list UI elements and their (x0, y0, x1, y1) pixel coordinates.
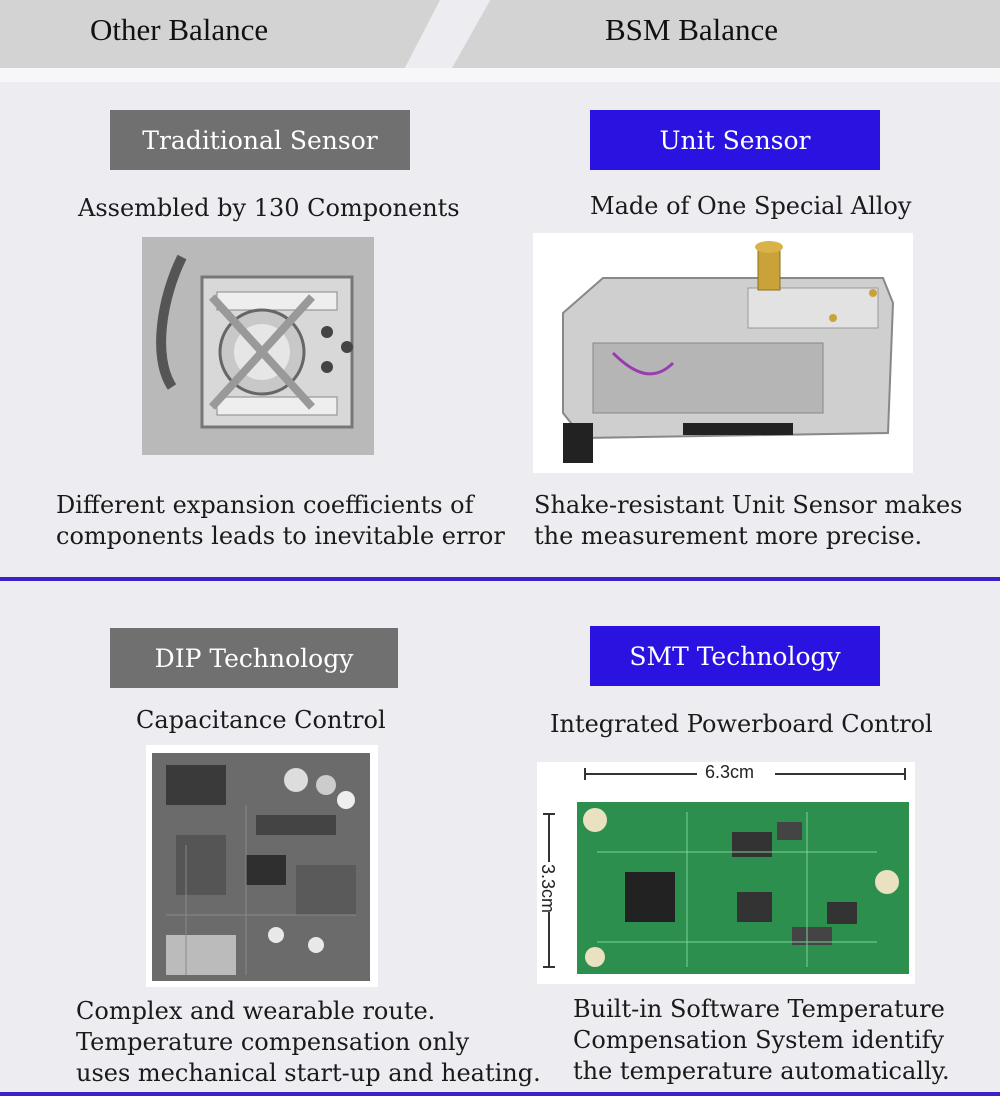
traditional-sensor-desc-line1: Different expansion coefficients of (56, 491, 474, 519)
smt-technology-description: Built-in Software Temperature Compensati… (573, 994, 950, 1087)
smt-width-label: 6.3cm (705, 762, 755, 782)
header-left-title: Other Balance (90, 12, 269, 47)
traditional-sensor-description: Different expansion coefficients of comp… (56, 490, 505, 552)
header-right-tab (452, 0, 1000, 68)
dip-board-illustration (146, 745, 378, 987)
unit-sensor-caption: Made of One Special Alloy (590, 192, 912, 220)
smt-technology-desc-line3: the temperature automatically. (573, 1057, 950, 1085)
dip-technology-desc-line3: uses mechanical start-up and heating. (76, 1059, 541, 1087)
traditional-sensor-illustration (142, 237, 374, 455)
traditional-sensor-label: Traditional Sensor (110, 110, 410, 170)
smt-board-photo: 6.3cm 3.3cm (537, 762, 915, 984)
traditional-sensor-desc-line2: components leads to inevitable error (56, 522, 505, 550)
unit-sensor-photo (533, 233, 913, 473)
header-separator (0, 68, 1000, 82)
unit-sensor-description: Shake-resistant Unit Sensor makes the me… (534, 490, 962, 552)
dip-technology-desc-line2: Temperature compensation only (76, 1028, 470, 1056)
traditional-sensor-caption: Assembled by 130 Components (78, 194, 460, 222)
dip-technology-caption: Capacitance Control (136, 706, 386, 734)
dip-technology-label: DIP Technology (110, 628, 398, 688)
smt-technology-desc-line1: Built-in Software Temperature (573, 995, 945, 1023)
unit-sensor-label: Unit Sensor (590, 110, 880, 170)
smt-height-label: 3.3cm (538, 863, 559, 914)
smt-technology-label: SMT Technology (590, 626, 880, 686)
header-right-title: BSM Balance (605, 12, 779, 47)
header-left-tab (0, 0, 440, 68)
bottom-divider (0, 1092, 1000, 1096)
smt-board-illustration (537, 762, 915, 984)
unit-sensor-desc-line2: the measurement more precise. (534, 522, 923, 550)
dip-technology-description: Complex and wearable route. Temperature … (76, 996, 541, 1089)
dip-technology-desc-line1: Complex and wearable route. (76, 997, 436, 1025)
dip-board-photo (146, 745, 378, 987)
unit-sensor-desc-line1: Shake-resistant Unit Sensor makes (534, 491, 963, 519)
smt-technology-caption: Integrated Powerboard Control (550, 710, 933, 738)
section-divider (0, 577, 1000, 581)
unit-sensor-illustration (533, 233, 913, 473)
traditional-sensor-photo (142, 237, 374, 455)
smt-technology-desc-line2: Compensation System identify (573, 1026, 945, 1054)
